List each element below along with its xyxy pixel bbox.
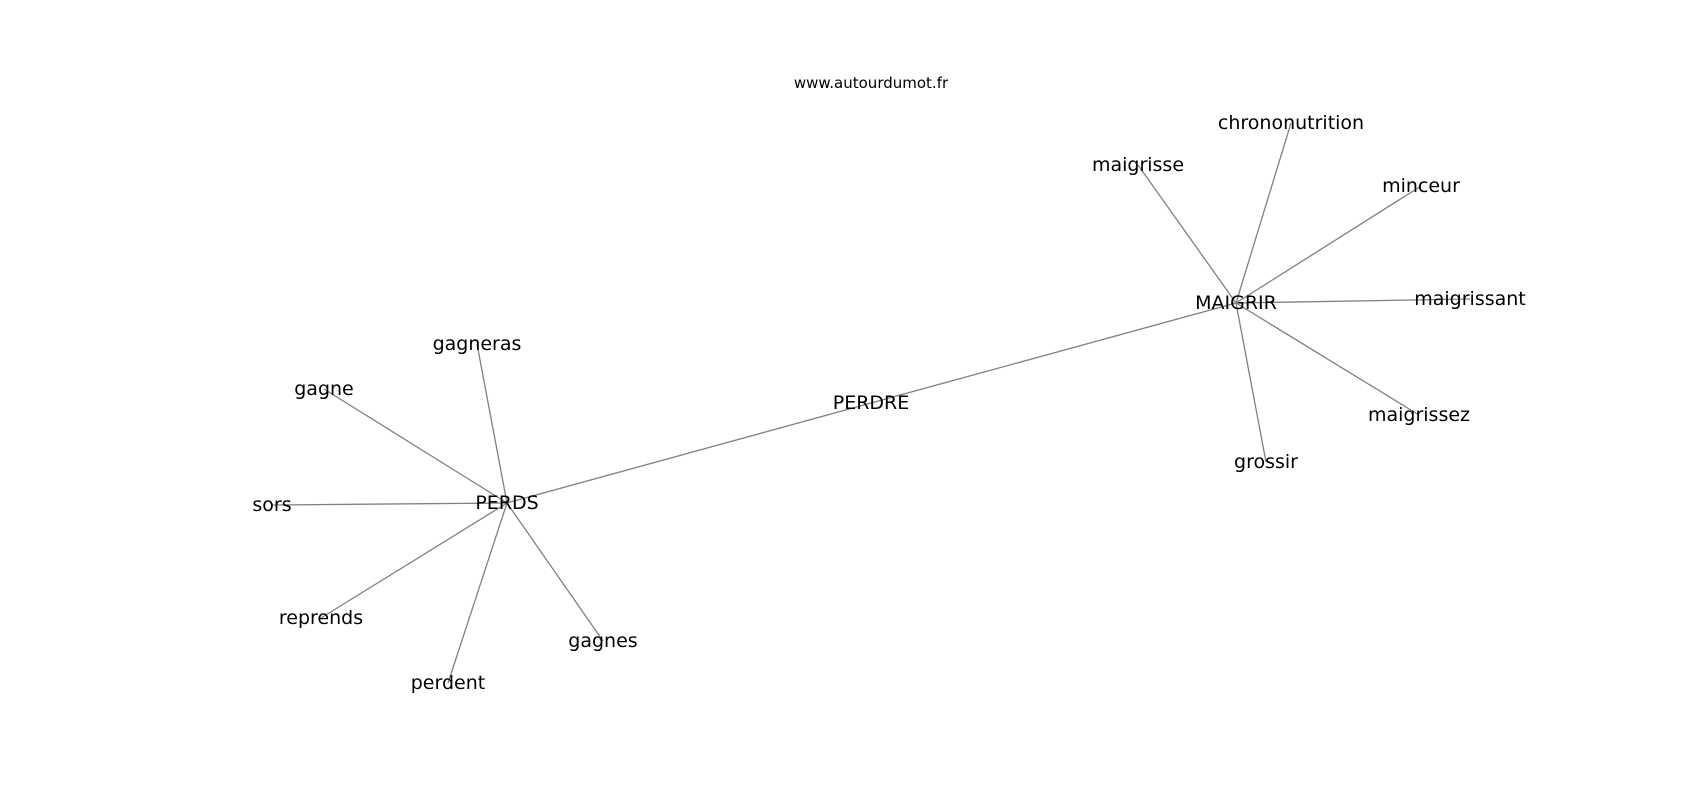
node-reprends[interactable]: reprends <box>279 607 363 629</box>
node-grossir[interactable]: grossir <box>1234 451 1298 473</box>
node-maigrissant[interactable]: maigrissant <box>1414 288 1526 310</box>
node-gagnes[interactable]: gagnes <box>568 630 637 652</box>
node-maigrissez[interactable]: maigrissez <box>1368 404 1470 426</box>
graph-nodes: PERDRE PERDS MAIGRIR gagneras gagne sors repre… <box>252 112 1525 694</box>
edge-perdre-maigrir <box>870 302 1237 404</box>
node-gagneras[interactable]: gagneras <box>433 333 522 355</box>
edge-perds-gagneras <box>476 343 508 504</box>
node-sors[interactable]: sors <box>252 494 291 516</box>
edge-maigrir-maigrisse <box>1137 164 1237 304</box>
edge-perds-gagnes <box>506 502 604 642</box>
edge-maigrir-chrononutrition <box>1235 122 1292 304</box>
edge-maigrir-grossir <box>1235 302 1267 463</box>
edge-perds-gagne <box>323 388 508 504</box>
node-minceur[interactable]: minceur <box>1382 175 1460 197</box>
source-label: www.autourdumot.fr <box>794 74 949 92</box>
node-maigrir[interactable]: MAIGRIR <box>1195 292 1277 314</box>
edge-maigrir-maigrissez <box>1235 302 1420 416</box>
edge-maigrir-minceur <box>1235 185 1422 304</box>
edge-perds-perdent <box>447 502 508 684</box>
edge-perdre-perds <box>506 402 872 504</box>
edge-maigrir-maigrissant <box>1235 298 1471 304</box>
edge-perds-sors <box>271 502 508 506</box>
node-perds[interactable]: PERDS <box>475 492 538 514</box>
node-maigrisse[interactable]: maigrisse <box>1092 154 1184 176</box>
edge-perds-reprends <box>320 502 508 619</box>
node-perdre[interactable]: PERDRE <box>833 392 910 414</box>
node-chrononutrition[interactable]: chrononutrition <box>1218 112 1364 134</box>
node-perdent[interactable]: perdent <box>411 672 485 694</box>
node-gagne[interactable]: gagne <box>294 378 354 400</box>
graph-edges <box>271 122 1471 684</box>
